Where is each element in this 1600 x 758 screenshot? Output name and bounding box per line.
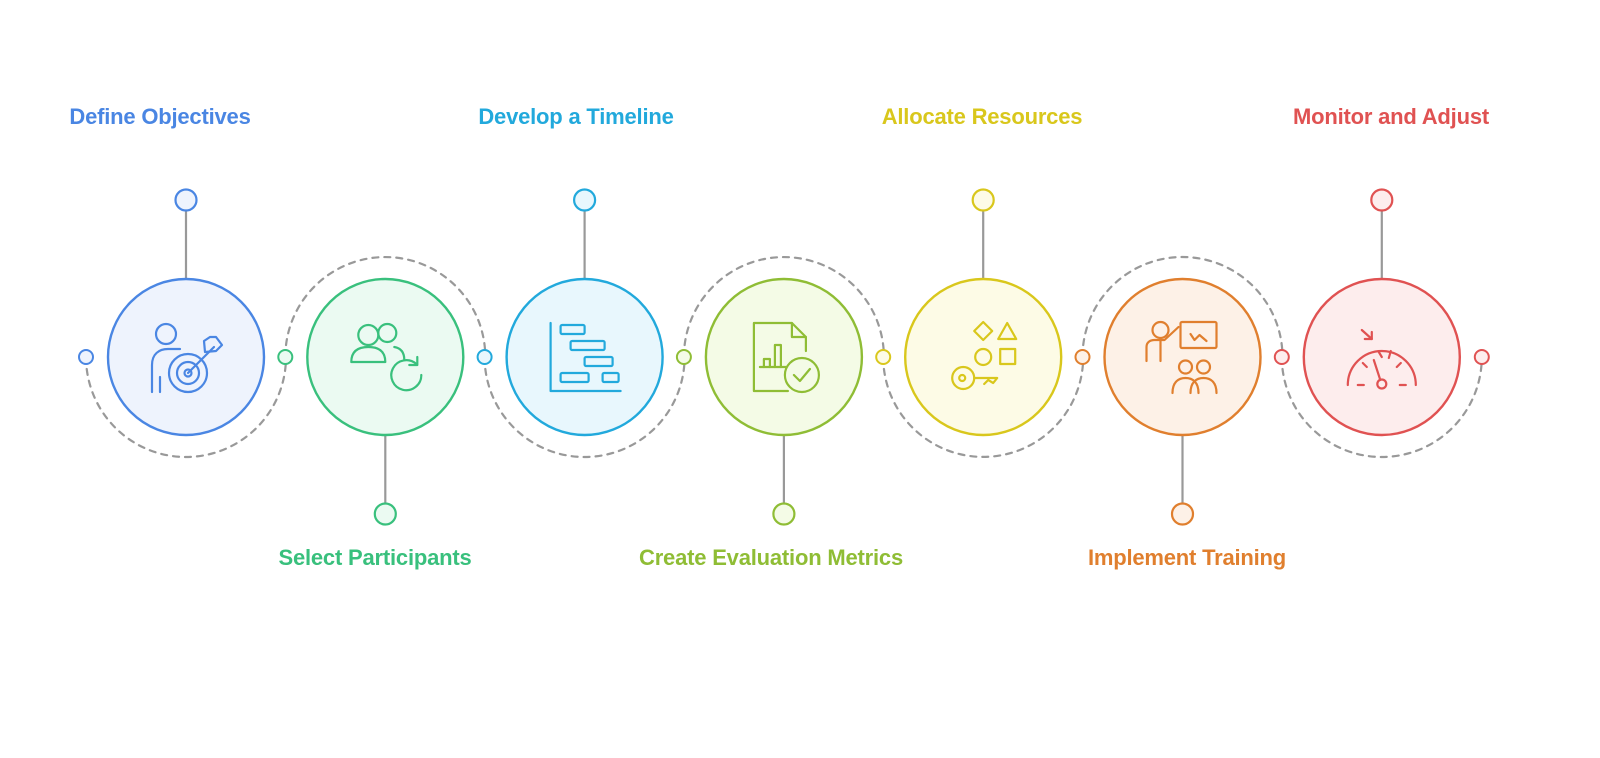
connector-dot	[1370, 188, 1394, 212]
step-node-circle	[106, 277, 266, 437]
step-label-monitor-adjust: Monitor and Adjust	[1292, 104, 1489, 129]
connectors	[184, 210, 1383, 504]
junction-dot	[277, 349, 294, 365]
dashed-arc	[483, 355, 686, 459]
gauge-icon	[1346, 328, 1417, 390]
connector-dot	[373, 502, 397, 526]
junction-dot	[1473, 349, 1490, 365]
dashed-arc	[284, 255, 487, 359]
dashed-arcs	[84, 255, 1483, 459]
connector-dot	[174, 188, 198, 212]
report-check-icon	[752, 321, 821, 394]
step-node-circle	[704, 277, 864, 437]
connector-dot	[1170, 502, 1195, 526]
junction-dot	[1273, 349, 1290, 365]
key-shapes-icon	[951, 320, 1018, 391]
connector-dot	[772, 502, 796, 526]
junction-dot	[1074, 349, 1091, 365]
connector-dot	[971, 188, 995, 212]
junction-dot	[875, 349, 892, 365]
people-refresh-icon	[350, 322, 423, 392]
dashed-arc	[1081, 255, 1284, 359]
junction-dot	[675, 349, 692, 365]
step-label-define-objectives: Define Objectives	[69, 104, 251, 129]
dashed-arc	[84, 355, 288, 459]
step-label-develop-timeline: Develop a Timeline	[478, 104, 674, 129]
dashed-arc	[882, 355, 1085, 459]
person-target-icon	[150, 322, 224, 394]
junction-dot	[78, 349, 94, 365]
junction-dot	[476, 349, 493, 365]
dashed-arc	[682, 255, 885, 359]
step-label-implement-training: Implement Training	[1087, 545, 1287, 570]
gantt-chart-icon	[549, 321, 622, 393]
step-node-circle	[1103, 277, 1262, 437]
presenter-audience-icon	[1145, 320, 1218, 395]
step-label-create-evaluation-metrics: Create Evaluation Metrics	[639, 545, 903, 570]
dashed-arc	[1280, 355, 1483, 459]
step-label-allocate-resources: Allocate Resources	[881, 104, 1083, 129]
step-node-circle	[904, 277, 1063, 437]
step-nodes	[78, 188, 1490, 526]
connector-dot	[572, 188, 597, 212]
step-label-select-participants: Select Participants	[278, 545, 472, 570]
